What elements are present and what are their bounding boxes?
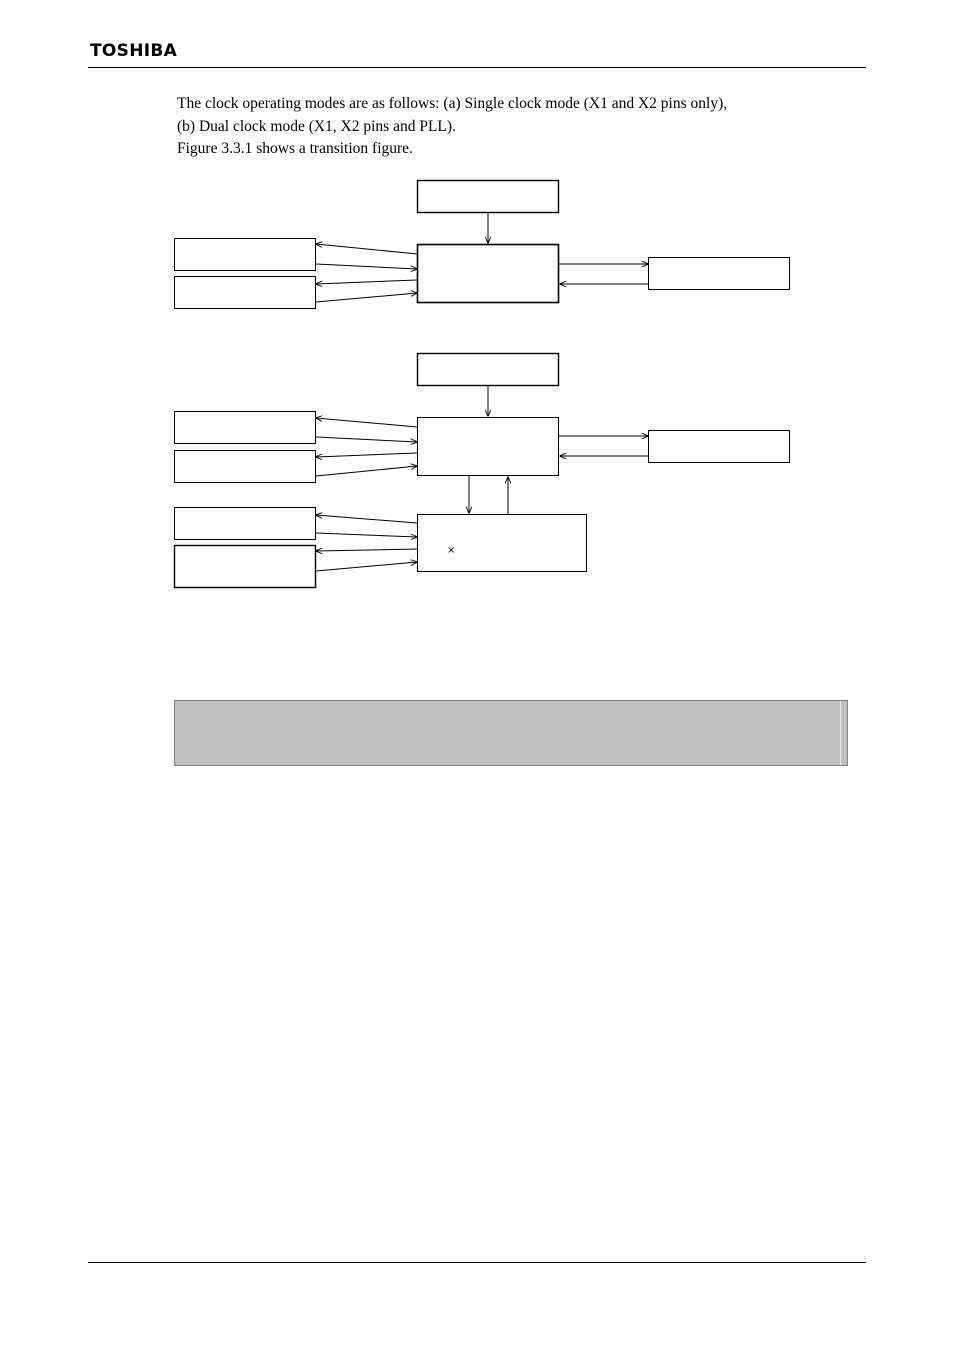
dual-arrow-from-left-3: [315, 532, 417, 537]
dual-pll-box: [417, 514, 587, 572]
dual-arrow-from-left-4: [315, 562, 417, 572]
dual-left-box-3: [174, 507, 316, 540]
single-right-box: [648, 257, 790, 290]
single-reset-box: [416, 179, 560, 214]
toshiba-logo: TOSHIBA: [90, 41, 178, 61]
dual-arrow-to-left-4: [316, 549, 418, 551]
header-rule: [88, 67, 866, 68]
single-arrow-to-left-2: [316, 279, 418, 284]
intro-line-1: The clock operating modes are as follows…: [177, 95, 728, 112]
single-normal-box: [416, 243, 560, 304]
intro-text: The clock operating modes are as follows…: [177, 93, 727, 161]
dual-normal-box: [417, 417, 559, 476]
pll-multiply-symbol: ×: [447, 545, 455, 556]
footer-rule: [88, 1262, 866, 1263]
single-arrow-to-left-1: [316, 244, 418, 255]
single-arrow-from-left-1: [315, 263, 417, 269]
dual-reset-box: [416, 352, 560, 387]
dual-arrow-from-left-2: [315, 466, 417, 477]
clock-mode-transition-diagram: ×: [173, 179, 790, 589]
dual-left-box-2: [174, 450, 316, 483]
intro-line-3: Figure 3.3.1 shows a transition figure.: [177, 140, 413, 157]
dual-arrow-to-left-1: [316, 418, 418, 428]
note-box-edge: [840, 701, 841, 765]
dual-arrow-from-left-1: [315, 436, 417, 442]
note-box: [174, 700, 848, 766]
dual-left-box-4: [173, 544, 317, 589]
single-left-box-1: [174, 238, 316, 271]
dual-right-box: [648, 430, 790, 463]
dual-arrow-to-left-2: [316, 452, 418, 457]
dual-left-box-1: [174, 411, 316, 444]
dual-arrow-to-left-3: [316, 515, 418, 524]
single-left-box-2: [174, 276, 316, 309]
single-arrow-from-left-2: [315, 293, 417, 303]
intro-line-2: (b) Dual clock mode (X1, X2 pins and PLL…: [177, 117, 456, 135]
